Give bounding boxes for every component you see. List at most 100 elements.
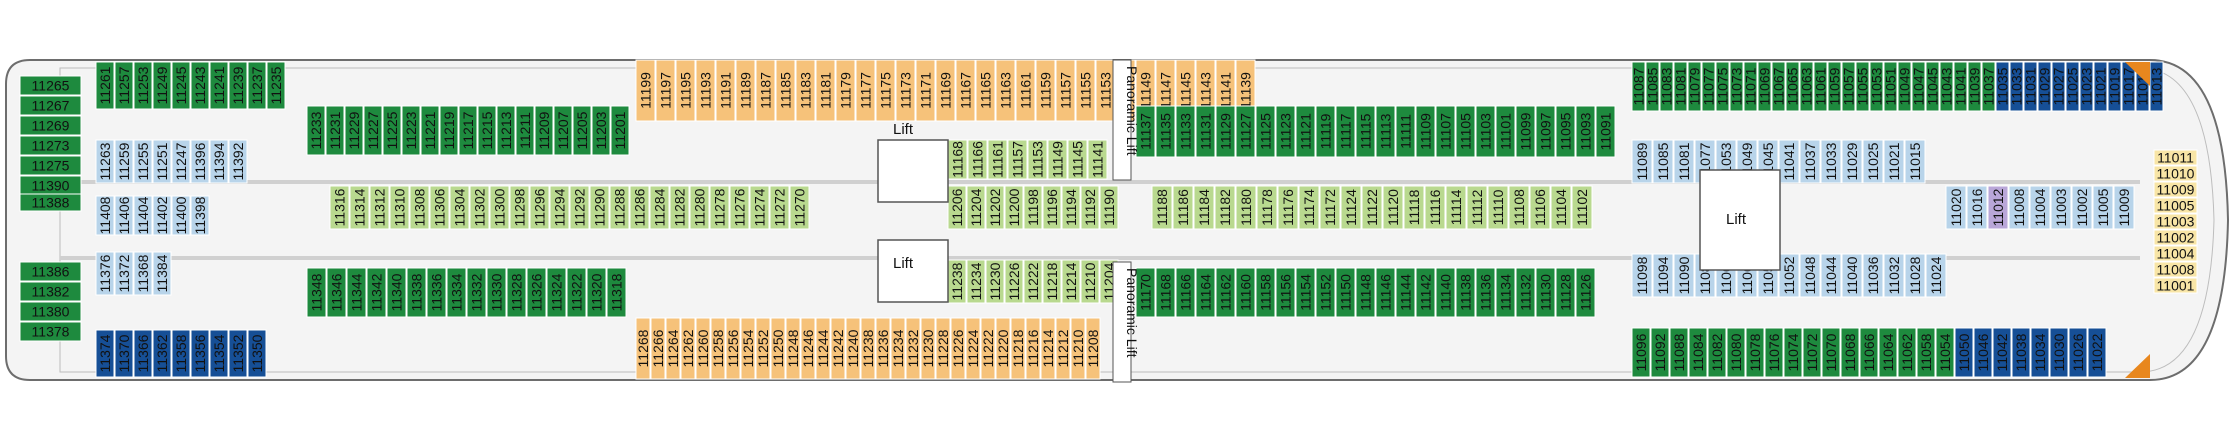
- cabin-11193[interactable]: 11193: [695, 59, 716, 122]
- cabin-11047[interactable]: 11047: [1911, 61, 1927, 112]
- cabin-11312[interactable]: 11312: [369, 185, 390, 230]
- cabin-11028[interactable]: 11028: [1904, 253, 1926, 298]
- cabin-11124[interactable]: 11124: [1340, 185, 1362, 230]
- cabin-11035[interactable]: 11035: [1995, 61, 2011, 112]
- cabin-11123[interactable]: 11123: [1275, 105, 1296, 158]
- cabin-11081[interactable]: 11081: [1673, 139, 1695, 184]
- cabin-11270[interactable]: 11270: [789, 185, 810, 230]
- cabin-11223[interactable]: 11223: [401, 105, 421, 156]
- cabin-11015[interactable]: 11015: [1904, 139, 1926, 184]
- cabin-11083[interactable]: 11083: [1659, 61, 1675, 112]
- cabin-11003[interactable]: 11003: [2050, 185, 2072, 230]
- cabin-11142[interactable]: 11142: [1415, 267, 1436, 318]
- cabin-11260[interactable]: 11260: [695, 317, 711, 380]
- cabin-11192[interactable]: 11192: [1080, 185, 1100, 230]
- cabin-11082[interactable]: 11082: [1707, 327, 1727, 378]
- cabin-11072[interactable]: 11072: [1802, 327, 1822, 378]
- cabin-11292[interactable]: 11292: [569, 185, 590, 230]
- cabin-11093[interactable]: 11093: [1575, 105, 1596, 158]
- cabin-11153[interactable]: 11153: [1027, 139, 1048, 180]
- cabin-11179[interactable]: 11179: [835, 59, 856, 122]
- cabin-11336[interactable]: 11336: [426, 267, 447, 318]
- cabin-11121[interactable]: 11121: [1295, 105, 1316, 158]
- cabin-11230[interactable]: 11230: [920, 317, 936, 380]
- cabin-11004[interactable]: 11004: [2029, 185, 2051, 230]
- cabin-11348[interactable]: 11348: [306, 267, 327, 318]
- cabin-11382[interactable]: 11382: [19, 281, 82, 302]
- cabin-11220[interactable]: 11220: [995, 317, 1011, 380]
- cabin-11068[interactable]: 11068: [1840, 327, 1860, 378]
- cabin-11362[interactable]: 11362: [152, 329, 172, 378]
- cabin-11041[interactable]: 11041: [1953, 61, 1969, 112]
- cabin-11234[interactable]: 11234: [890, 317, 906, 380]
- cabin-11111[interactable]: 11111: [1395, 105, 1416, 158]
- cabin-11253[interactable]: 11253: [133, 61, 153, 110]
- cabin-11244[interactable]: 11244: [815, 317, 831, 380]
- cabin-11229[interactable]: 11229: [344, 105, 364, 156]
- cabin-11012[interactable]: 11012: [1987, 185, 2009, 230]
- cabin-11185[interactable]: 11185: [775, 59, 796, 122]
- cabin-11026[interactable]: 11026: [2068, 327, 2088, 378]
- cabin-11120[interactable]: 11120: [1382, 185, 1404, 230]
- cabin-11112[interactable]: 11112: [1466, 185, 1488, 230]
- cabin-11198[interactable]: 11198: [1023, 185, 1043, 230]
- cabin-11158[interactable]: 11158: [1255, 267, 1276, 318]
- cabin-11268[interactable]: 11268: [635, 317, 651, 380]
- cabin-11125[interactable]: 11125: [1255, 105, 1276, 158]
- cabin-11134[interactable]: 11134: [1495, 267, 1516, 318]
- cabin-11218[interactable]: 11218: [1042, 259, 1062, 304]
- cabin-11215[interactable]: 11215: [477, 105, 497, 156]
- cabin-11224[interactable]: 11224: [965, 317, 981, 380]
- cabin-11210[interactable]: 11210: [1080, 259, 1100, 304]
- cabin-11019[interactable]: 11019: [2107, 61, 2123, 112]
- cabin-11088[interactable]: 11088: [1669, 327, 1689, 378]
- cabin-11330[interactable]: 11330: [486, 267, 507, 318]
- cabin-11081[interactable]: 11081: [1673, 61, 1689, 112]
- cabin-11042[interactable]: 11042: [1992, 327, 2012, 378]
- cabin-11011[interactable]: 11011: [2153, 149, 2198, 166]
- cabin-11228[interactable]: 11228: [935, 317, 951, 380]
- cabin-11213[interactable]: 11213: [496, 105, 516, 156]
- cabin-11187[interactable]: 11187: [755, 59, 776, 122]
- cabin-11386[interactable]: 11386: [19, 261, 82, 282]
- cabin-11098[interactable]: 11098: [1631, 253, 1653, 298]
- cabin-11372[interactable]: 11372: [114, 251, 134, 296]
- cabin-11001[interactable]: 11001: [2153, 277, 2198, 294]
- cabin-11116[interactable]: 11116: [1424, 185, 1446, 230]
- cabin-11126[interactable]: 11126: [1575, 267, 1596, 318]
- cabin-11161[interactable]: 11161: [987, 139, 1008, 180]
- cabin-11157[interactable]: 11157: [1007, 139, 1028, 180]
- cabin-11144[interactable]: 11144: [1395, 267, 1416, 318]
- cabin-11155[interactable]: 11155: [1075, 59, 1096, 122]
- cabin-11252[interactable]: 11252: [755, 317, 771, 380]
- cabin-11183[interactable]: 11183: [795, 59, 816, 122]
- cabin-11243[interactable]: 11243: [190, 61, 210, 110]
- cabin-11380[interactable]: 11380: [19, 301, 82, 322]
- cabin-11063[interactable]: 11063: [1799, 61, 1815, 112]
- cabin-11036[interactable]: 11036: [1862, 253, 1884, 298]
- cabin-11196[interactable]: 11196: [1042, 185, 1062, 230]
- cabin-11218[interactable]: 11218: [1010, 317, 1026, 380]
- cabin-11025[interactable]: 11025: [1862, 139, 1884, 184]
- cabin-11166[interactable]: 11166: [1175, 267, 1196, 318]
- cabin-11308[interactable]: 11308: [409, 185, 430, 230]
- cabin-11274[interactable]: 11274: [749, 185, 770, 230]
- cabin-11376[interactable]: 11376: [95, 251, 115, 296]
- cabin-11235[interactable]: 11235: [266, 61, 286, 110]
- cabin-11087[interactable]: 11087: [1631, 61, 1647, 112]
- cabin-11257[interactable]: 11257: [114, 61, 134, 110]
- cabin-11352[interactable]: 11352: [228, 329, 248, 378]
- cabin-11140[interactable]: 11140: [1435, 267, 1456, 318]
- cabin-11105[interactable]: 11105: [1455, 105, 1476, 158]
- cabin-11113[interactable]: 11113: [1375, 105, 1396, 158]
- cabin-11077[interactable]: 11077: [1701, 61, 1717, 112]
- cabin-11306[interactable]: 11306: [429, 185, 450, 230]
- cabin-11404[interactable]: 11404: [133, 195, 153, 236]
- cabin-11067[interactable]: 11067: [1771, 61, 1787, 112]
- cabin-11074[interactable]: 11074: [1783, 327, 1803, 378]
- cabin-11300[interactable]: 11300: [489, 185, 510, 230]
- cabin-11101[interactable]: 11101: [1495, 105, 1516, 158]
- cabin-11324[interactable]: 11324: [546, 267, 567, 318]
- cabin-11061[interactable]: 11061: [1813, 61, 1829, 112]
- cabin-11181[interactable]: 11181: [815, 59, 836, 122]
